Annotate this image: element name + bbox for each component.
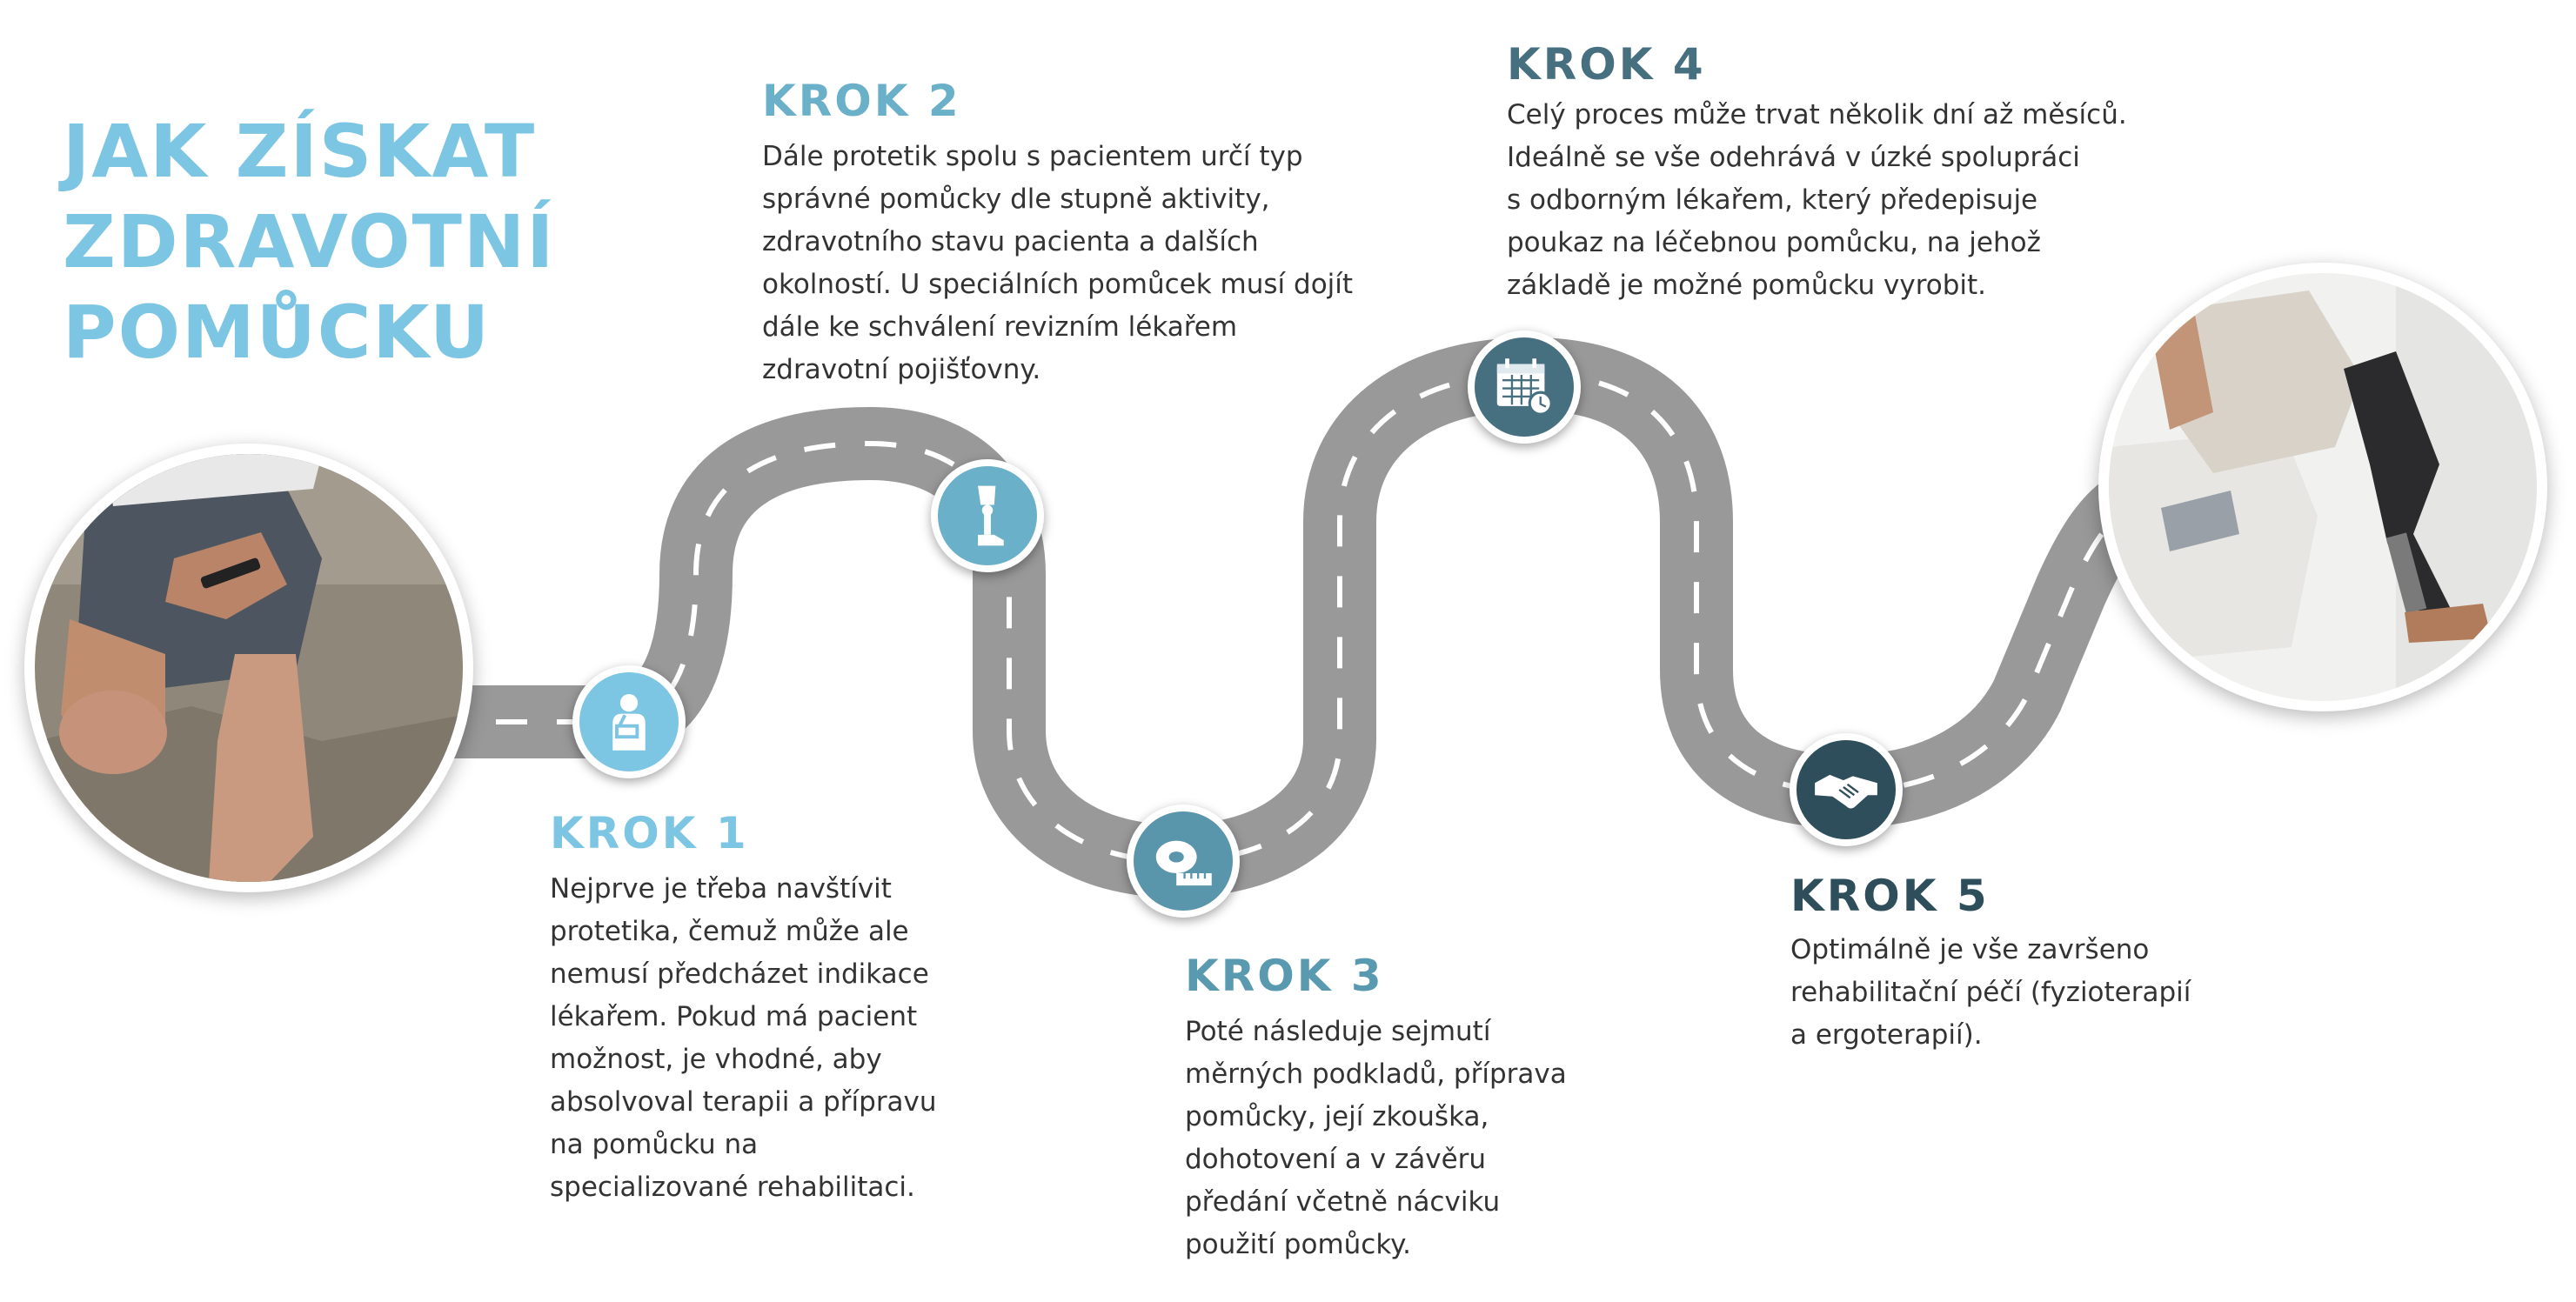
step-3-line-2: měrných podkladů, příprava (1185, 1058, 1567, 1090)
title-line-1: JAK ZÍSKAT (63, 109, 537, 194)
step-3-line-3: pomůcky, její zkouška, (1185, 1101, 1489, 1132)
step-3-marker (1127, 805, 1240, 918)
step-3-line-1: Poté následuje sejmutí (1185, 1016, 1491, 1047)
step-2-line-6: zdravotní pojišťovny. (762, 354, 1041, 385)
step-2-heading: KROK 2 (762, 76, 961, 126)
step-3-line-4: dohotovení a v závěru (1185, 1144, 1487, 1175)
step-2-line-5: dále ke schválení revizním lékařem (762, 311, 1238, 343)
step-2-description: Dále protetik spolu s pacientem určí typ… (762, 136, 1353, 391)
patient-with-arm-sling-icon (612, 694, 646, 751)
calendar-clock-icon (1496, 358, 1553, 416)
step-4-line-2: Ideálně se vše odehrává v úzké spoluprác… (1507, 142, 2080, 173)
step-3-line-6: použití pomůcky. (1185, 1229, 1411, 1260)
step-2-line-1: Dále protetik spolu s pacientem určí typ (762, 141, 1303, 172)
title-line-3: POMŮCKU (63, 290, 492, 375)
step-1-heading: KROK 1 (550, 808, 749, 858)
step-5-line-3: a ergoterapií). (1790, 1019, 1983, 1051)
photo-prosthesis-fitting (2098, 263, 2547, 711)
step-1-line-7: na pomůcku na (550, 1129, 759, 1160)
step-5-line-1: Optimálně je vše završeno (1790, 934, 2150, 965)
step-1-marker (572, 665, 686, 778)
step-3-line-5: předání včetně nácviku (1185, 1186, 1501, 1218)
main-title: JAK ZÍSKAT ZDRAVOTNÍ POMŮCKU (63, 106, 555, 377)
step-2-line-4: okolností. U speciálních pomůcek musí do… (762, 269, 1354, 300)
step-5-heading: KROK 5 (1790, 871, 1990, 921)
step-4-marker (1468, 331, 1581, 444)
step-4-heading: KROK 4 (1507, 39, 1706, 90)
step-4-line-5: základě je možné pomůcku vyrobit. (1507, 270, 1987, 301)
step-1-line-8: specializované rehabilitaci. (550, 1172, 915, 1203)
step-1-line-4: lékařem. Pokud má pacient (550, 1001, 918, 1032)
handshake-icon (1815, 774, 1877, 809)
step-1-line-1: Nejprve je třeba navštívit (550, 873, 892, 905)
step-3-heading: KROK 3 (1185, 951, 1384, 1001)
step-5-description: Optimálně je vše završeno rehabilitační … (1790, 929, 2191, 1057)
seated-patient-illustration (35, 454, 463, 882)
step-2-line-2: správné pomůcky dle stupně aktivity, (762, 184, 1270, 215)
step-1-line-3: nemusí předcházet indikace (550, 958, 929, 990)
title-line-2: ZDRAVOTNÍ (63, 199, 556, 284)
step-2-line-3: zdravotního stavu pacienta a dalších (762, 226, 1259, 257)
step-4-line-1: Celý proces může trvat několik dní až mě… (1507, 99, 2127, 130)
step-1-description: Nejprve je třeba navštívit protetika, če… (550, 868, 937, 1209)
step-1-line-2: protetika, čemuž může ale (550, 916, 909, 947)
step-1-line-6: absolvoval terapii a přípravu (550, 1086, 937, 1118)
step-3-description: Poté následuje sejmutí měrných podkladů,… (1185, 1011, 1567, 1266)
step-5-marker (1790, 733, 1903, 846)
prosthetic-leg-icon (978, 485, 1004, 546)
step-2-marker (931, 459, 1044, 572)
prosthesis-fitting-illustration (2109, 273, 2537, 701)
photo-seated-patient (24, 444, 473, 892)
step-4-line-3: s odborným lékařem, který předepisuje (1507, 184, 2038, 216)
step-5-line-2: rehabilitační péčí (fyzioterapií (1790, 977, 2191, 1008)
step-4-line-4: poukaz na léčebnou pomůcku, na jehož (1507, 227, 2041, 258)
step-4-description: Celý proces může trvat několik dní až mě… (1507, 94, 2127, 307)
step-1-line-5: možnost, je vhodné, aby (550, 1044, 882, 1075)
measuring-tape-icon (1155, 840, 1212, 886)
